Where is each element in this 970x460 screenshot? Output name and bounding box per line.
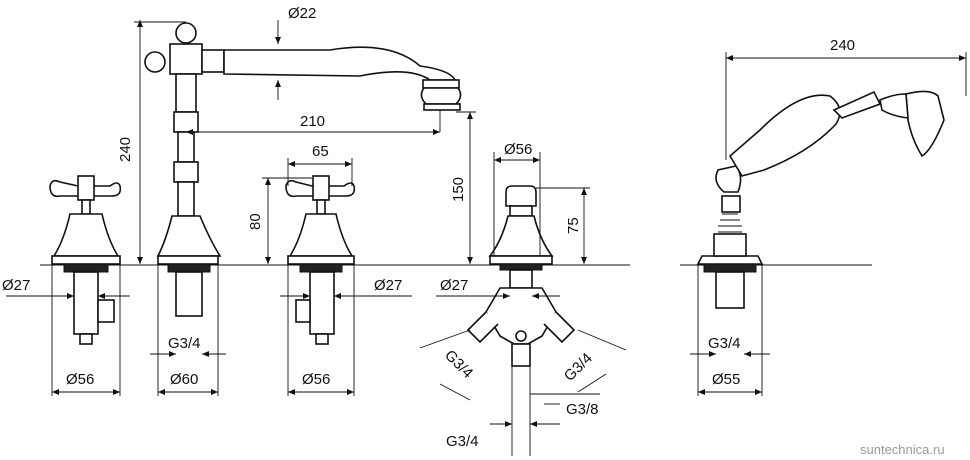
spout [144, 22, 462, 317]
cold-valve [285, 175, 356, 345]
diverter-tail-diameter-label: Ø27 [440, 277, 468, 294]
spout-diameter-label: Ø22 [288, 5, 316, 22]
spout-clearance-label: 150 [450, 177, 467, 202]
diverter-diameter-label: Ø56 [504, 141, 532, 158]
diverter-thread-left-label: G3/4 [441, 347, 476, 382]
cold-base-diameter-label: Ø56 [302, 371, 330, 388]
diverter-thread-out-label: G3/8 [566, 401, 599, 418]
cold-handle-width-label: 65 [312, 143, 329, 160]
dimension-lines [6, 20, 967, 456]
diverter-height-label: 75 [565, 217, 582, 234]
spout-base-diameter-label: Ø60 [170, 371, 198, 388]
diverter-thread-bottom-label: G3/4 [446, 433, 479, 450]
spout-thread-label: G3/4 [168, 335, 201, 352]
cold-handle-height-label: 80 [247, 213, 264, 230]
diverter-thread-right-label: G3/4 [561, 350, 596, 385]
shower-length-label: 240 [830, 37, 855, 54]
hot-base-diameter-label: Ø56 [66, 371, 94, 388]
shower-thread-label: G3/4 [708, 335, 741, 352]
hot-valve [49, 175, 122, 345]
cold-tail-diameter-label: Ø27 [374, 277, 402, 294]
diverter-valve [466, 185, 576, 367]
hand-shower [696, 90, 945, 309]
hot-tail-diameter-label: Ø27 [2, 277, 30, 294]
watermark: suntechnica.ru [860, 442, 945, 457]
overall-height-label: 240 [117, 137, 134, 162]
spout-reach-label: 210 [300, 113, 325, 130]
shower-base-diameter-label: Ø55 [712, 371, 740, 388]
